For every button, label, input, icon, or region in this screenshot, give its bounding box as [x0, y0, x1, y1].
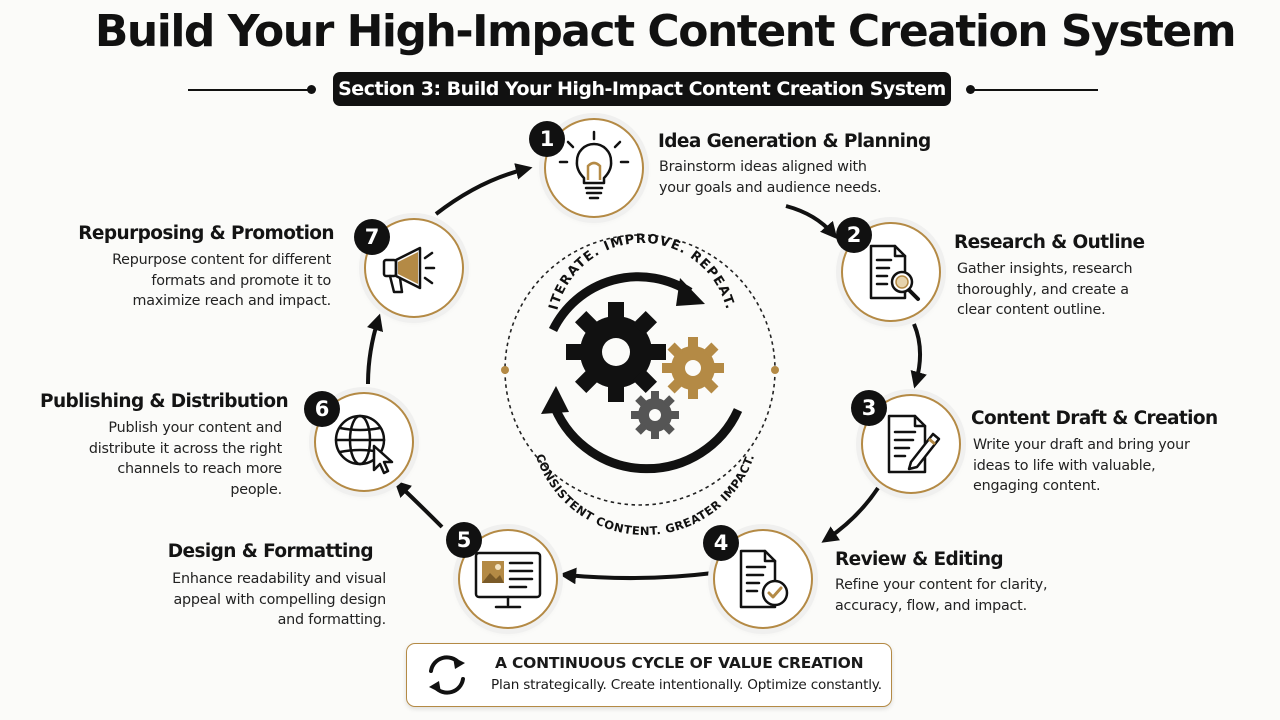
step-6-badge: 6 — [304, 391, 340, 427]
arrow-2-to-3 — [910, 323, 927, 389]
arrow-6-to-7 — [366, 313, 384, 385]
footer-callout: A CONTINUOUS CYCLE OF VALUE CREATION Pla… — [406, 643, 892, 707]
step-3-description: Write your draft and bring your ideas to… — [973, 437, 1190, 494]
connector-arrows — [366, 163, 927, 585]
arrow-3-to-4 — [821, 486, 880, 543]
step-5-title: Design & Formatting — [167, 541, 374, 562]
step-6-title: Publishing & Distribution — [40, 391, 289, 412]
megaphone-icon — [382, 246, 436, 294]
step-1-title: Idea Generation & Planning — [658, 131, 931, 152]
document-check-icon — [739, 549, 789, 609]
gear-gold-icon — [662, 337, 724, 399]
step-2-circle — [841, 222, 941, 322]
step-4-description: Refine your content for clarity, accurac… — [835, 577, 1048, 614]
lightbulb-icon — [558, 130, 630, 200]
step-7-badge: 7 — [354, 219, 390, 255]
step-1-circle — [544, 118, 644, 218]
step-1-badge: 1 — [529, 121, 565, 157]
center-arrow-bottom-head — [541, 386, 569, 414]
arrow-5-to-6 — [394, 480, 444, 529]
cycle-arrows-icon — [429, 655, 465, 695]
arrow-7-to-1 — [434, 163, 533, 216]
center-ring-right-dot — [771, 366, 779, 374]
center-arrow-top-head — [676, 278, 705, 306]
subtitle-left-dot — [307, 85, 316, 94]
subtitle-left-rule — [188, 89, 310, 91]
arrow-1-to-2 — [785, 204, 838, 240]
document-search-icon — [869, 244, 920, 301]
step-3-title: Content Draft & Creation — [971, 408, 1218, 429]
arrow-4-to-5 — [559, 567, 714, 585]
step-4-title: Review & Editing — [835, 549, 1004, 570]
document-pencil-icon — [887, 414, 941, 474]
footer-tagline: Plan strategically. Create intentionally… — [491, 677, 882, 693]
subtitle-right-dot — [966, 85, 975, 94]
globe-cursor-icon — [334, 414, 394, 475]
step-2-badge: 2 — [836, 217, 872, 253]
section-subtitle: Section 3: Build Your High-Impact Conten… — [333, 72, 951, 106]
step-7-description: Repurpose content for different formats … — [112, 252, 331, 309]
page-title: Build Your High-Impact Content Creation … — [94, 6, 1237, 57]
step-5-badge: 5 — [446, 522, 482, 558]
footer-title: A CONTINUOUS CYCLE OF VALUE CREATION — [495, 654, 864, 672]
step-4-badge: 4 — [703, 525, 739, 561]
gear-large-icon — [566, 302, 666, 402]
center-ring-left-dot — [501, 366, 509, 374]
step-1-description: Brainstorm ideas aligned with your goals… — [659, 159, 882, 196]
center-arrow-bottom — [550, 406, 743, 474]
step-3-badge: 3 — [851, 390, 887, 426]
monitor-design-icon — [474, 551, 542, 609]
step-2-title: Research & Outline — [954, 232, 1145, 253]
subtitle-right-rule — [972, 89, 1098, 91]
step-7-title: Repurposing & Promotion — [78, 223, 334, 244]
gear-gray-icon — [631, 391, 679, 439]
step-6-description: Publish your content and distribute it a… — [88, 420, 282, 498]
step-2-description: Gather insights, research thoroughly, an… — [957, 261, 1133, 318]
step-5-description: Enhance readability and visual appeal wi… — [172, 571, 386, 628]
center-arrow-top — [548, 272, 693, 333]
